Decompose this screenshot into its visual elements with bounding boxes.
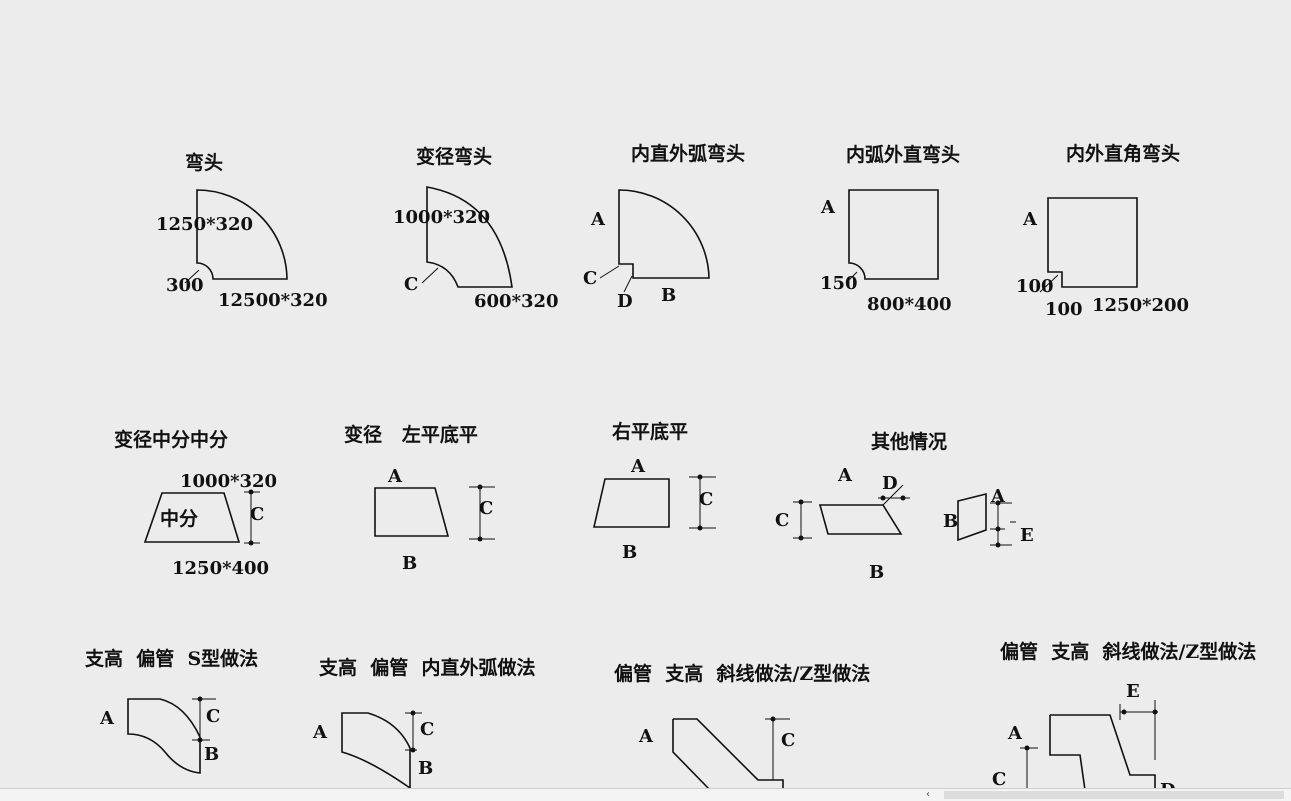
reducing-elbow-size-bottom: 600*320 — [474, 291, 559, 312]
inner-straight-arc-c: C — [420, 719, 434, 740]
right-angle-elbow-shape — [1047, 197, 1138, 288]
inner-straight-arc-title: 支高 偏管 内直外弧做法 — [318, 656, 535, 679]
diagonal-shape — [672, 718, 784, 791]
other-cases-figure: 其他情况 A D C B B A E — [775, 430, 1034, 583]
reducer-center-size-bottom: 1250*400 — [172, 558, 269, 579]
reducer-center-c: C — [250, 504, 264, 525]
reducer-left-shape — [374, 487, 450, 537]
reducing-elbow-c: C — [404, 274, 418, 295]
reducer-left-c: C — [479, 498, 493, 519]
other-cases-title: 其他情况 — [871, 430, 947, 453]
reducer-left-a: A — [387, 466, 403, 487]
other-parallelogram-shape — [818, 504, 903, 535]
reducer-right-c: C — [699, 489, 713, 510]
other-c: C — [775, 510, 789, 531]
reducer-left-title: 变径 左平底平 — [344, 423, 478, 446]
z-type-e: E — [1126, 681, 1140, 702]
inner-arc-outer-straight-shape — [848, 189, 939, 280]
reducer-left-b: B — [402, 553, 417, 574]
reducer-left-figure: 变径 左平底平 A B C — [344, 423, 495, 574]
inner-straight-outer-arc-d: D — [617, 291, 633, 312]
diagonal-title: 偏管 支高 斜线做法/Z型做法 — [614, 662, 870, 685]
inner-straight-outer-arc-figure: 内直外弧弯头 A C D B — [583, 142, 745, 312]
reducer-center-label: 中分 — [160, 507, 198, 530]
right-angle-elbow-a: A — [1022, 209, 1038, 230]
diagonal-a: A — [638, 726, 654, 747]
inner-straight-outer-arc-a: A — [590, 209, 606, 230]
reducing-elbow-shape — [426, 186, 513, 288]
other-e: E — [1020, 525, 1034, 546]
reducer-center-shape — [143, 492, 241, 543]
inner-straight-arc-shape — [341, 712, 411, 790]
inner-arc-outer-straight-a: A — [820, 197, 836, 218]
inner-arc-outer-straight-size: 800*400 — [867, 294, 952, 315]
inner-arc-outer-straight-inner: 150 — [820, 273, 858, 294]
other-taper-shape — [957, 492, 987, 542]
inner-straight-arc-a: A — [312, 722, 328, 743]
z-type-a: A — [1007, 723, 1023, 744]
diagonal-figure: 偏管 支高 斜线做法/Z型做法 A C — [614, 662, 870, 791]
reducer-right-a: A — [630, 456, 646, 477]
right-angle-elbow-inner1: 100 — [1016, 276, 1054, 297]
scroll-left-arrow-icon[interactable]: ‹ — [926, 789, 930, 800]
s-type-b: B — [204, 744, 219, 765]
scrollbar-thumb[interactable] — [944, 791, 1284, 799]
right-angle-elbow-figure: 内外直角弯头 A 100 100 1250*200 — [1016, 142, 1189, 320]
s-type-a: A — [99, 708, 115, 729]
z-type-shape — [1049, 714, 1156, 791]
other-d: D — [882, 473, 898, 494]
reducer-center-size-top: 1000*320 — [180, 471, 277, 492]
elbow-figure: 弯头 1250*320 300 12500*320 — [156, 151, 328, 311]
elbow-size-bottom: 12500*320 — [218, 290, 328, 311]
right-angle-elbow-inner2: 100 — [1045, 299, 1083, 320]
diagonal-c: C — [781, 730, 795, 751]
inner-straight-outer-arc-shape — [618, 189, 710, 279]
right-angle-elbow-size: 1250*200 — [1092, 295, 1189, 316]
right-angle-elbow-title: 内外直角弯头 — [1066, 142, 1180, 165]
elbow-title: 弯头 — [185, 151, 223, 174]
z-type-figure: 偏管 支高 斜线做法/Z型做法 E A C D — [992, 640, 1256, 800]
inner-straight-outer-arc-b: B — [661, 285, 676, 306]
inner-arc-outer-straight-figure: 内弧外直弯头 A 150 800*400 — [820, 143, 960, 315]
s-type-title: 支高 偏管 S型做法 — [84, 647, 258, 670]
s-type-figure: 支高 偏管 S型做法 A C B — [84, 647, 258, 774]
z-type-c: C — [992, 769, 1006, 790]
reducer-right-figure: 右平底平 A B C — [592, 420, 716, 563]
other-b2: B — [943, 511, 958, 532]
inner-straight-arc-b: B — [418, 758, 433, 779]
reducer-center-title: 变径中分中分 — [114, 428, 228, 451]
elbow-inner-radius: 300 — [166, 275, 204, 296]
s-type-c: C — [206, 706, 220, 727]
reducing-elbow-size-top: 1000*320 — [393, 207, 490, 228]
reducing-elbow-title: 变径弯头 — [416, 145, 492, 168]
other-b: B — [869, 562, 884, 583]
reducer-right-shape — [592, 478, 670, 528]
elbow-shape — [196, 189, 288, 280]
horizontal-scrollbar[interactable]: ‹ — [0, 788, 1291, 801]
elbow-size-top: 1250*320 — [156, 214, 253, 235]
reducer-right-title: 右平底平 — [611, 420, 688, 443]
other-a2: A — [990, 486, 1006, 507]
reducer-center-figure: 变径中分中分 中分 1000*320 C 1250*400 — [114, 428, 277, 579]
z-type-title: 偏管 支高 斜线做法/Z型做法 — [1000, 640, 1256, 663]
other-a: A — [837, 465, 853, 486]
reducer-right-b: B — [622, 542, 637, 563]
inner-arc-outer-straight-title: 内弧外直弯头 — [846, 143, 960, 166]
inner-straight-outer-arc-title: 内直外弧弯头 — [631, 142, 745, 165]
s-type-shape — [127, 698, 201, 774]
reducing-elbow-figure: 变径弯头 1000*320 C 600*320 — [393, 145, 559, 312]
inner-straight-arc-figure: 支高 偏管 内直外弧做法 A C B — [312, 656, 535, 790]
inner-straight-outer-arc-c: C — [583, 268, 597, 289]
